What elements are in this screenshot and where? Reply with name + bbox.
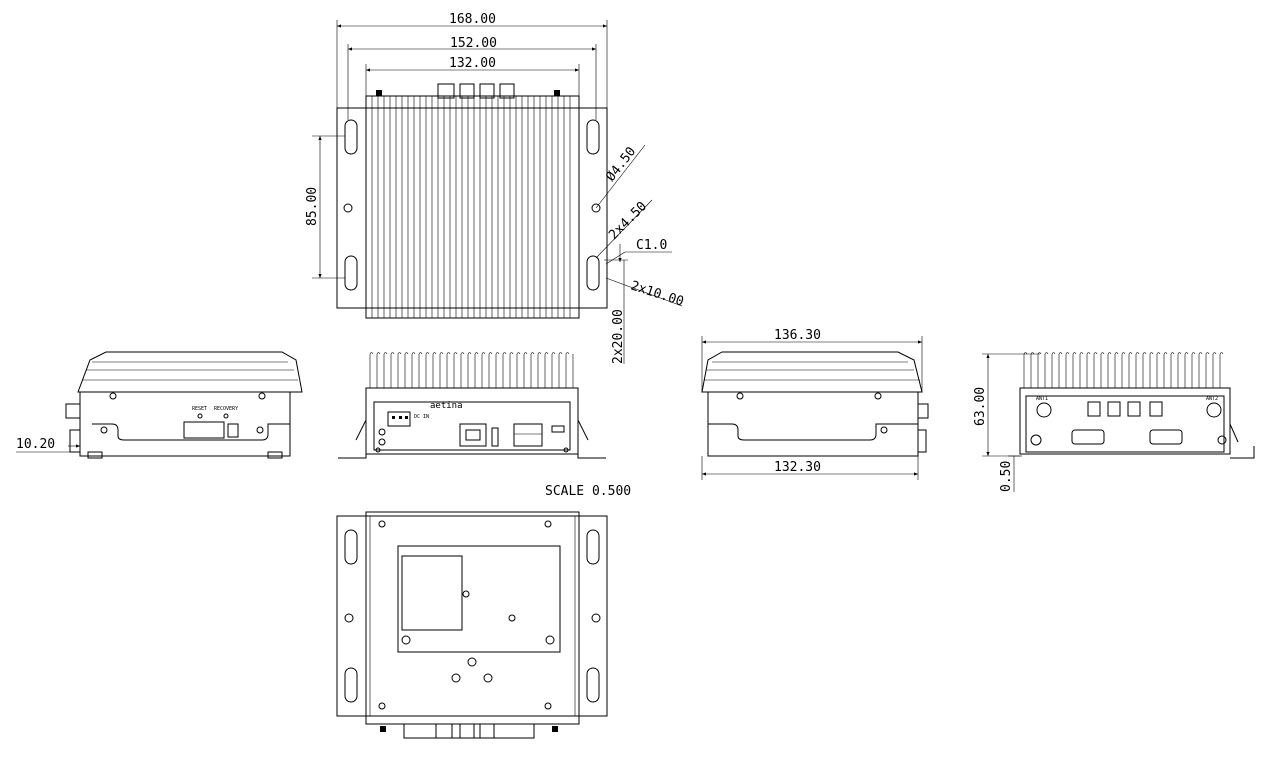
heatsink-fin-cap — [439, 352, 444, 355]
dim-slot-spacing-label: 2x20.00 — [611, 309, 626, 364]
heatsink-fin-cap — [1128, 352, 1133, 355]
heatsink-fin-cap — [530, 352, 535, 355]
heatsink-fin-cap — [481, 352, 486, 355]
heatsink-fin-cap — [425, 352, 430, 355]
dimension-136: 136.30 — [701, 328, 923, 392]
dimension-168: 168.00 — [336, 12, 608, 108]
recovery-label: RECOVERY — [214, 406, 238, 412]
heatsink-fin-cap — [1156, 352, 1161, 355]
heatsink-fin-cap — [1198, 352, 1203, 355]
heatsink-fin-cap — [1177, 352, 1182, 355]
heatsink-fin-cap — [1072, 352, 1077, 355]
heatsink-fin-cap — [411, 352, 416, 355]
heatsink-fin-cap — [432, 352, 437, 355]
heatsink-fin-cap — [1037, 352, 1042, 355]
heatsink-fin-cap — [397, 352, 402, 355]
heatsink-fin-cap — [418, 352, 423, 355]
heatsink-fin-cap — [1163, 352, 1168, 355]
heatsink-fin-cap — [1121, 352, 1126, 355]
dim-slot-width-label: 2x4.50 — [606, 199, 650, 243]
dim-chamfer-label: C1.0 — [636, 238, 667, 253]
heatsink-fin-cap — [516, 352, 521, 355]
dim-152-label: 152.00 — [450, 36, 497, 51]
scale-note: SCALE 0.500 — [545, 484, 631, 499]
dim-hole-dia-label: Ø4.50 — [603, 144, 639, 184]
dimension-63: 63.00 — [973, 353, 1040, 457]
heatsink-fin-cap — [1135, 352, 1140, 355]
brand-logo: aetina — [430, 401, 463, 411]
heatsink-fin-cap — [474, 352, 479, 355]
heatsink-fin-cap — [1191, 352, 1196, 355]
heatsink-fin-cap — [1142, 352, 1147, 355]
dim-132-30-label: 132.30 — [774, 460, 821, 475]
dimension-chamfer: C1.0 — [605, 238, 672, 265]
heatsink-fin-cap — [369, 352, 374, 355]
heatsink-fin-cap — [1086, 352, 1091, 355]
dimension-foot-offset: 10.20 — [16, 437, 80, 453]
heatsink-fin-cap — [1212, 352, 1217, 355]
heatsink-fin-cap — [383, 352, 388, 355]
dimension-132: 132.00 — [365, 56, 580, 96]
heatsink-fin-cap — [544, 352, 549, 355]
front-view: aetina DC IN — [338, 352, 606, 459]
top-view — [336, 83, 608, 319]
ant1-label: ANT1 — [1036, 396, 1048, 402]
heatsink-fin-cap — [404, 352, 409, 355]
right-side-view — [701, 351, 929, 457]
heatsink-fin-cap — [523, 352, 528, 355]
heatsink-fin-cap — [509, 352, 514, 355]
heatsink-fin-cap — [1030, 352, 1035, 355]
rear-view: ANT1 ANT2 — [1019, 352, 1255, 459]
dim-foot-offset-label: 10.20 — [16, 437, 55, 452]
dimension-slot-spacing: 2x20.00 — [604, 259, 628, 364]
heatsink-fin-cap — [446, 352, 451, 355]
heatsink-fin-cap — [558, 352, 563, 355]
ant2-label: ANT2 — [1206, 396, 1218, 402]
heatsink-fin-cap — [376, 352, 381, 355]
heatsink-fin-cap — [1149, 352, 1154, 355]
dim-slot-length-label: 2x10.00 — [629, 279, 686, 310]
dim-85-label: 85.00 — [305, 187, 320, 226]
heatsink-fin-cap — [1170, 352, 1175, 355]
heatsink-fin-cap — [551, 352, 556, 355]
heatsink-fin-cap — [1051, 352, 1056, 355]
dim-136-label: 136.30 — [774, 328, 821, 343]
heatsink-fin-cap — [453, 352, 458, 355]
heatsink-fin-cap — [1023, 352, 1028, 355]
dimension-slot-length: 2x10.00 — [605, 277, 686, 310]
dim-63-label: 63.00 — [973, 387, 988, 426]
dcin-label: DC IN — [414, 414, 429, 420]
left-side-view: RESET RECOVERY — [65, 351, 303, 459]
heatsink-fin-cap — [1100, 352, 1105, 355]
heatsink-fin-cap — [390, 352, 395, 355]
heatsink-fin-cap — [1219, 352, 1224, 355]
heatsink-fin-cap — [1065, 352, 1070, 355]
dim-gap-label: 0.50 — [999, 461, 1014, 492]
dim-168-label: 168.00 — [449, 12, 496, 27]
heatsink-fin-cap — [1184, 352, 1189, 355]
heatsink-fin-cap — [502, 352, 507, 355]
heatsink-fin-cap — [1058, 352, 1063, 355]
dimension-hole-dia: Ø4.50 — [595, 144, 646, 209]
heatsink-fin-cap — [1079, 352, 1084, 355]
dimension-85: 85.00 — [305, 135, 345, 279]
heatsink-fin-cap — [1044, 352, 1049, 355]
heatsink-fin-cap — [565, 352, 570, 355]
reset-label: RESET — [192, 406, 207, 412]
dimension-gap: 0.50 — [999, 455, 1022, 492]
heatsink-fin-cap — [488, 352, 493, 355]
dimension-152: 152.00 — [347, 36, 597, 120]
heatsink-fin-cap — [467, 352, 472, 355]
heatsink-fin-cap — [460, 352, 465, 355]
heatsink-fin-cap — [1114, 352, 1119, 355]
heatsink-fin-cap — [1107, 352, 1112, 355]
heatsink-fin-cap — [1093, 352, 1098, 355]
heatsink-fin-cap — [1205, 352, 1210, 355]
bottom-view — [336, 511, 608, 739]
dimension-132-30: 132.30 — [701, 456, 919, 480]
dim-132-label: 132.00 — [449, 56, 496, 71]
heatsink-fin-cap — [495, 352, 500, 355]
heatsink-fin-cap — [537, 352, 542, 355]
